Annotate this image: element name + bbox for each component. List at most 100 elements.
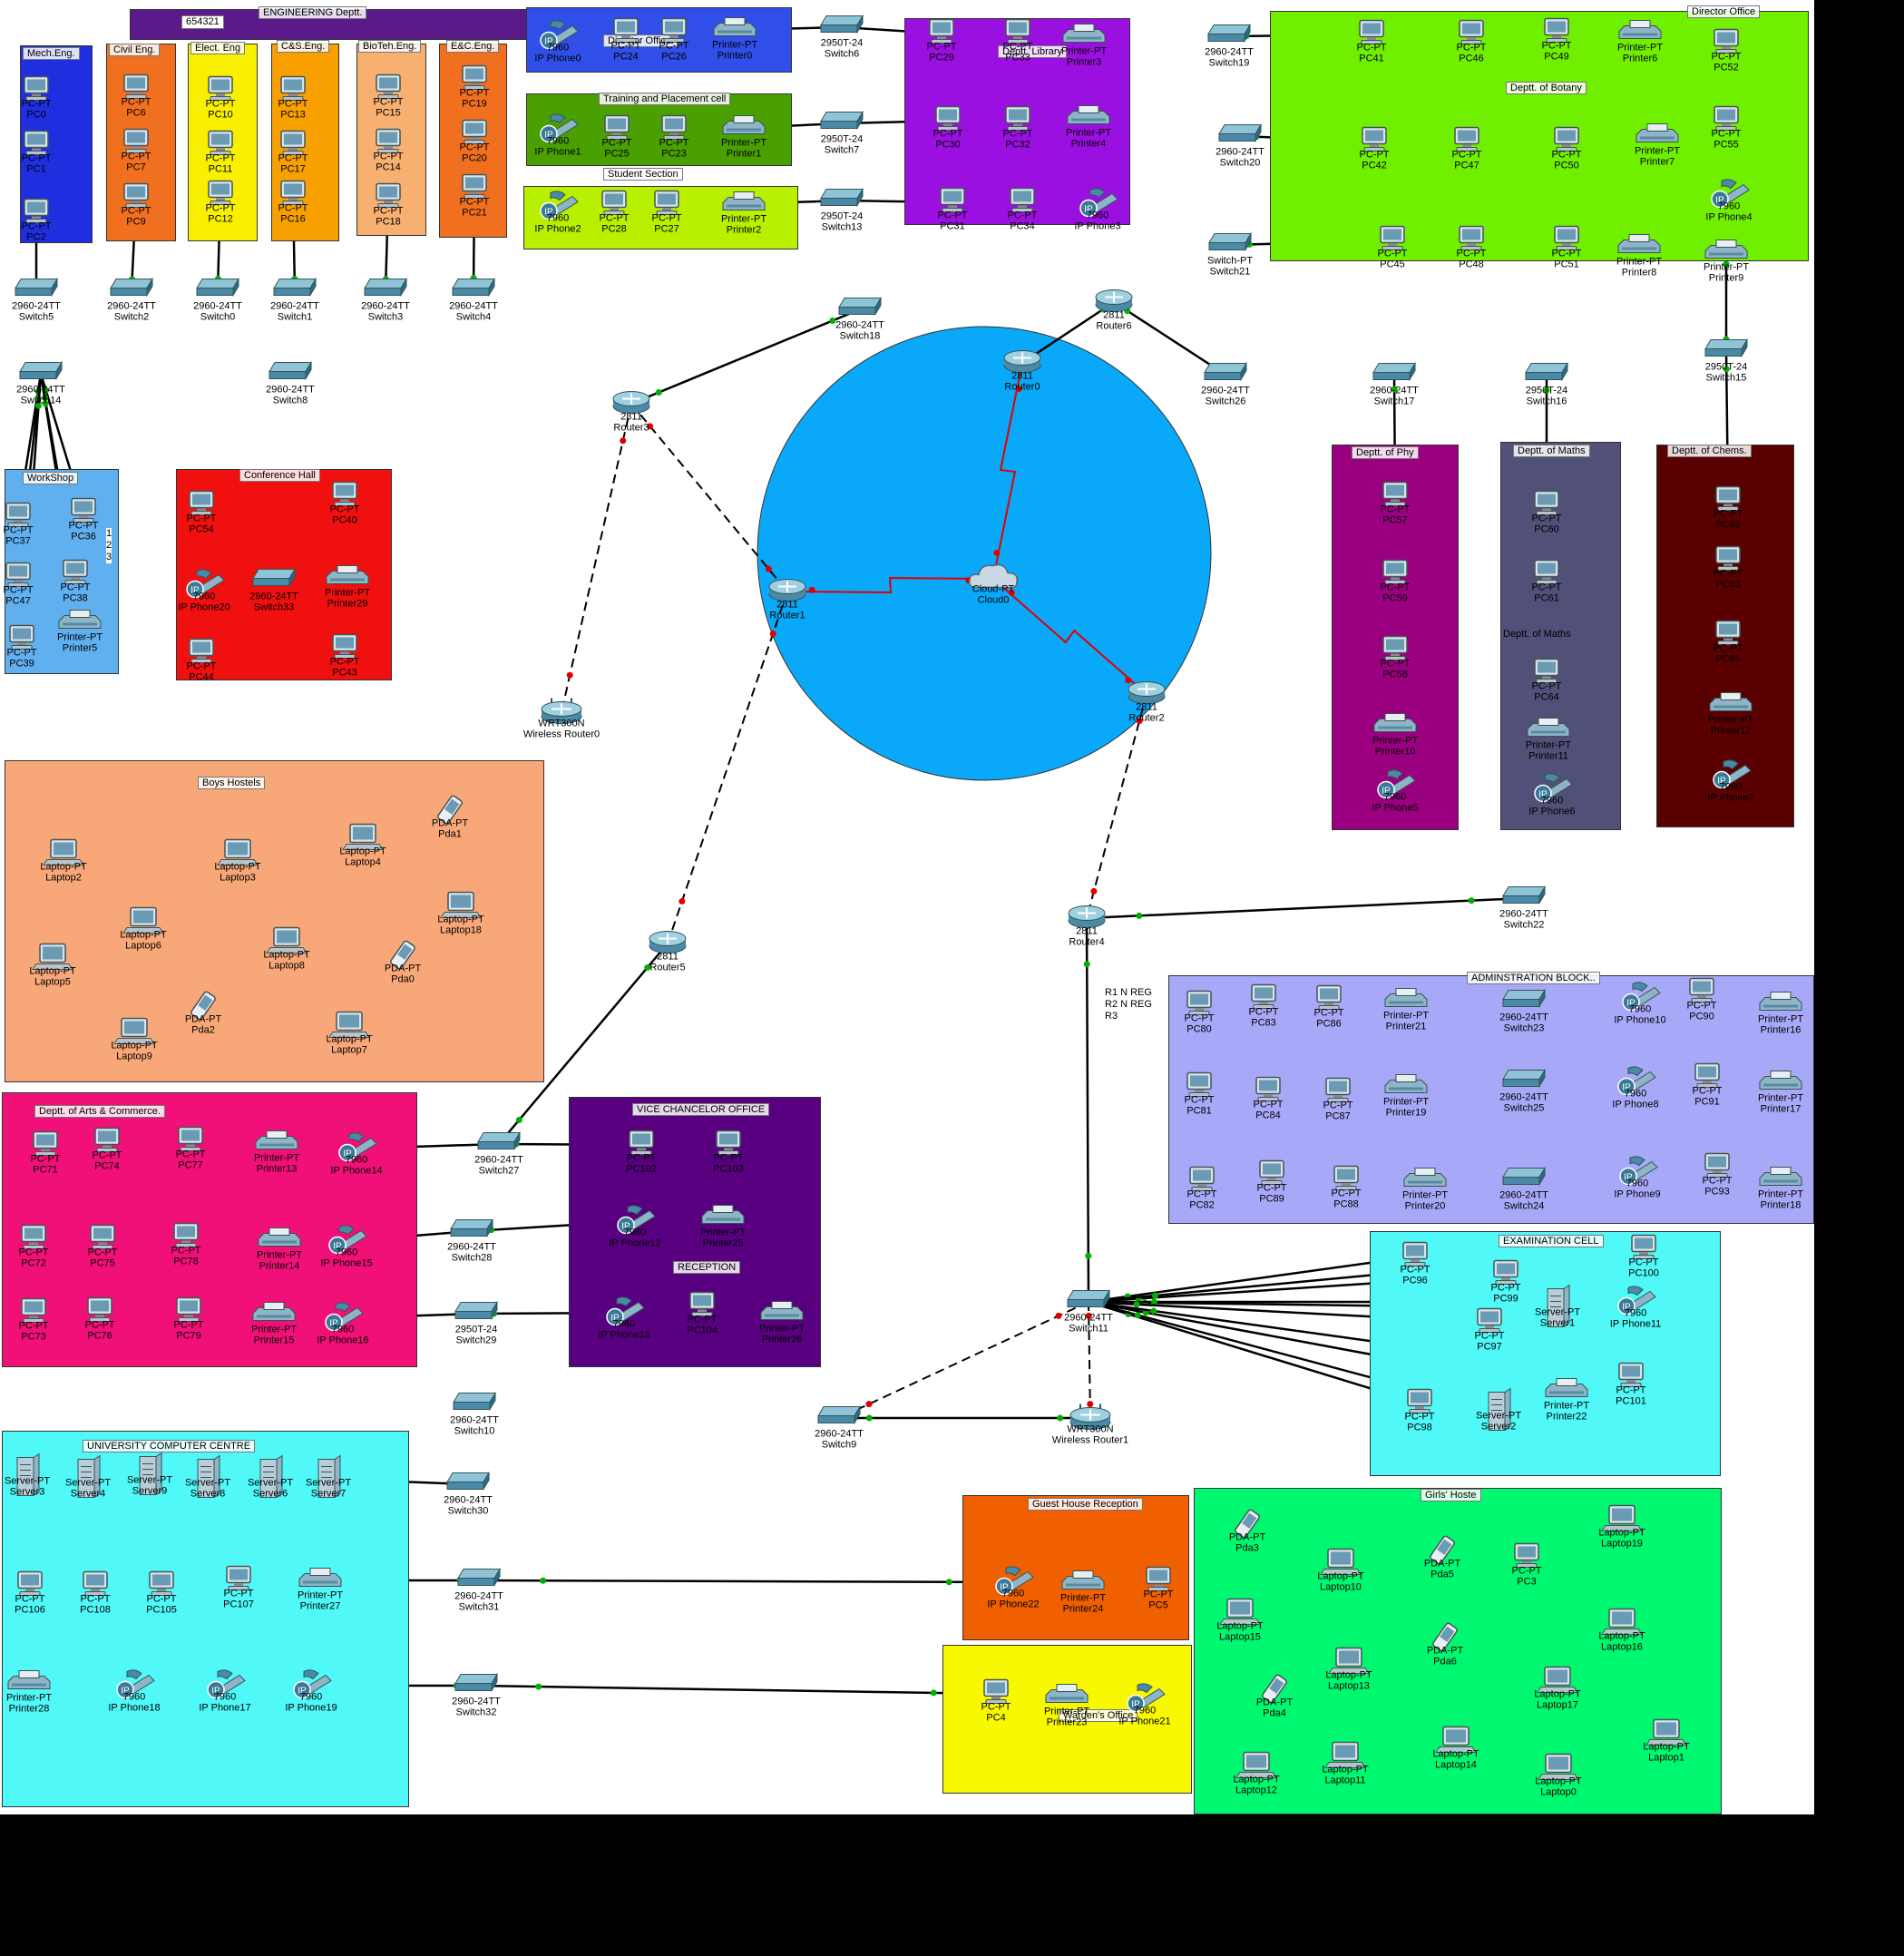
link-router6-sw26[interactable]	[1113, 300, 1226, 377]
link-router3-sw18[interactable]	[630, 308, 861, 406]
link-cloud0-router2[interactable]	[992, 578, 1147, 695]
link-sw11-pc96[interactable]	[1088, 1255, 1416, 1304]
link-sw31-ipph22[interactable]	[478, 1579, 1014, 1584]
link-router4-sw11[interactable]	[1085, 917, 1090, 1303]
link-cloud0-router0[interactable]	[992, 362, 1023, 580]
link-router5-sw27[interactable]	[498, 943, 669, 1145]
link-sw11-pc98[interactable]	[1088, 1300, 1421, 1405]
